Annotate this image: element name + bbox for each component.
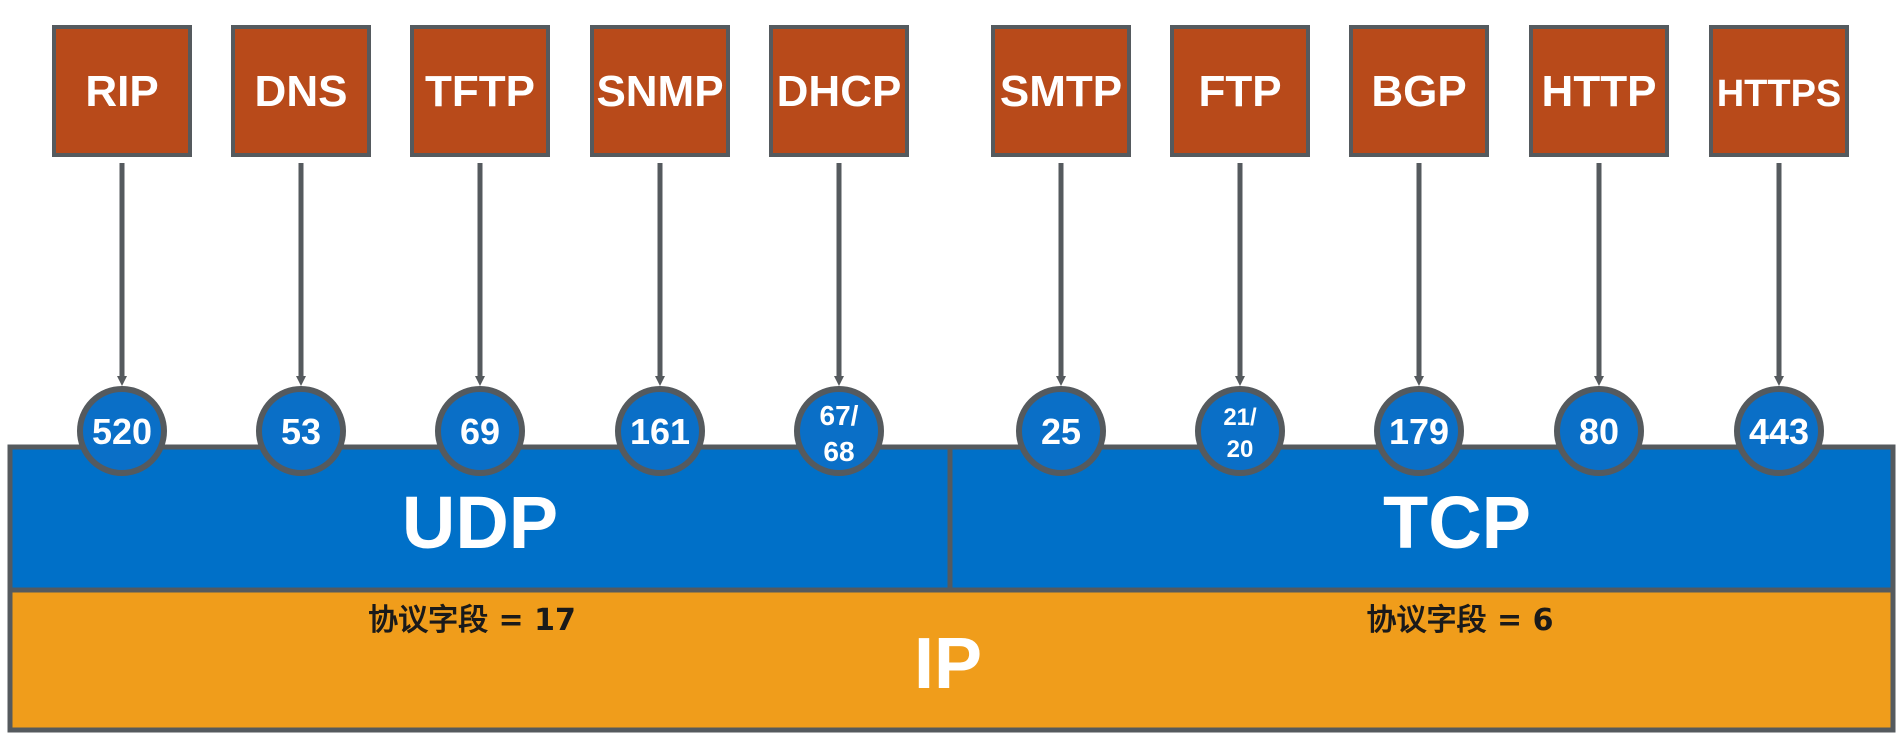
protocol-label-https: HTTPS [1717, 73, 1842, 115]
protocol-label-snmp: SNMP [596, 67, 723, 116]
port-circle-dhcp [794, 386, 884, 476]
ip-layer-label: IP [914, 624, 982, 704]
protocol-column-rip: RIP 520 [52, 25, 192, 476]
udp-layer-label: UDP [402, 481, 558, 564]
protocol-column-smtp: SMTP 25 [991, 25, 1131, 476]
port-label-bgp: 179 [1389, 411, 1449, 452]
protocol-box-rip [52, 25, 192, 157]
protocol-column-snmp: SNMP 161 [590, 25, 730, 476]
port-label-http: 80 [1579, 411, 1619, 452]
ip-layer-box [7, 587, 1896, 733]
protocol-label-http: HTTP [1542, 67, 1657, 116]
port-circle-smtp [1016, 386, 1106, 476]
protocol-label-smtp: SMTP [1000, 67, 1122, 116]
protocol-label-ftp: FTP [1198, 67, 1281, 116]
protocol-box-http [1529, 25, 1669, 157]
protocol-box-https [1709, 25, 1849, 157]
port-circle-https [1734, 386, 1824, 476]
protocol-box-snmp [590, 25, 730, 157]
protocol-label-tftp: TFTP [425, 67, 535, 116]
protocol-box-bgp [1349, 25, 1489, 157]
port-label-tftp: 69 [460, 411, 500, 452]
protocol-column-https: HTTPS 443 [1709, 25, 1849, 476]
port-label-smtp: 25 [1041, 411, 1081, 452]
protocol-label-bgp: BGP [1371, 67, 1466, 116]
port-label-ftp-line-1: 21/ [1223, 404, 1257, 431]
protocol-box-ftp [1170, 25, 1310, 157]
port-circle-bgp [1374, 386, 1464, 476]
tcp-protocol-field-label: 协议字段 = 6 [1367, 603, 1554, 638]
port-circle-dns [256, 386, 346, 476]
port-label-dns: 53 [281, 411, 321, 452]
ip-layer: IP 协议字段 = 17 协议字段 = 6 [7, 587, 1896, 733]
protocol-box-dns [231, 25, 371, 157]
port-circle-snmp [615, 386, 705, 476]
udp-protocol-field-label: 协议字段 = 17 [368, 603, 576, 638]
port-label-https: 443 [1749, 411, 1809, 452]
port-label-dhcp-line-1: 67/ [820, 400, 859, 431]
port-circle-ftp [1195, 386, 1285, 476]
port-circle-tftp [435, 386, 525, 476]
port-circle-http [1554, 386, 1644, 476]
protocol-label-rip: RIP [85, 67, 158, 116]
protocol-column-bgp: BGP 179 [1349, 25, 1489, 476]
port-label-rip: 520 [92, 411, 152, 452]
protocol-box-smtp [991, 25, 1131, 157]
protocol-box-dhcp [769, 25, 909, 157]
port-circle-rip [77, 386, 167, 476]
protocol-column-http: HTTP 80 [1529, 25, 1669, 476]
protocol-label-dns: DNS [255, 67, 348, 116]
port-label-snmp: 161 [630, 411, 690, 452]
protocol-column-dns: DNS 53 [231, 25, 371, 476]
protocol-label-dhcp: DHCP [777, 67, 902, 116]
protocol-box-tftp [410, 25, 550, 157]
protocol-group: RIP 520 DNS 53 TFTP 69 SNMP 161 DHCP 67/68 SMTP 25 F… [52, 25, 1849, 476]
protocol-column-dhcp: DHCP 67/68 [769, 25, 909, 476]
port-label-dhcp-line-2: 68 [823, 436, 854, 467]
protocol-column-tftp: TFTP 69 [410, 25, 550, 476]
protocol-column-ftp: FTP 21/20 [1170, 25, 1310, 476]
tcp-layer-label: TCP [1383, 481, 1531, 564]
port-label-ftp-line-2: 20 [1227, 436, 1254, 463]
